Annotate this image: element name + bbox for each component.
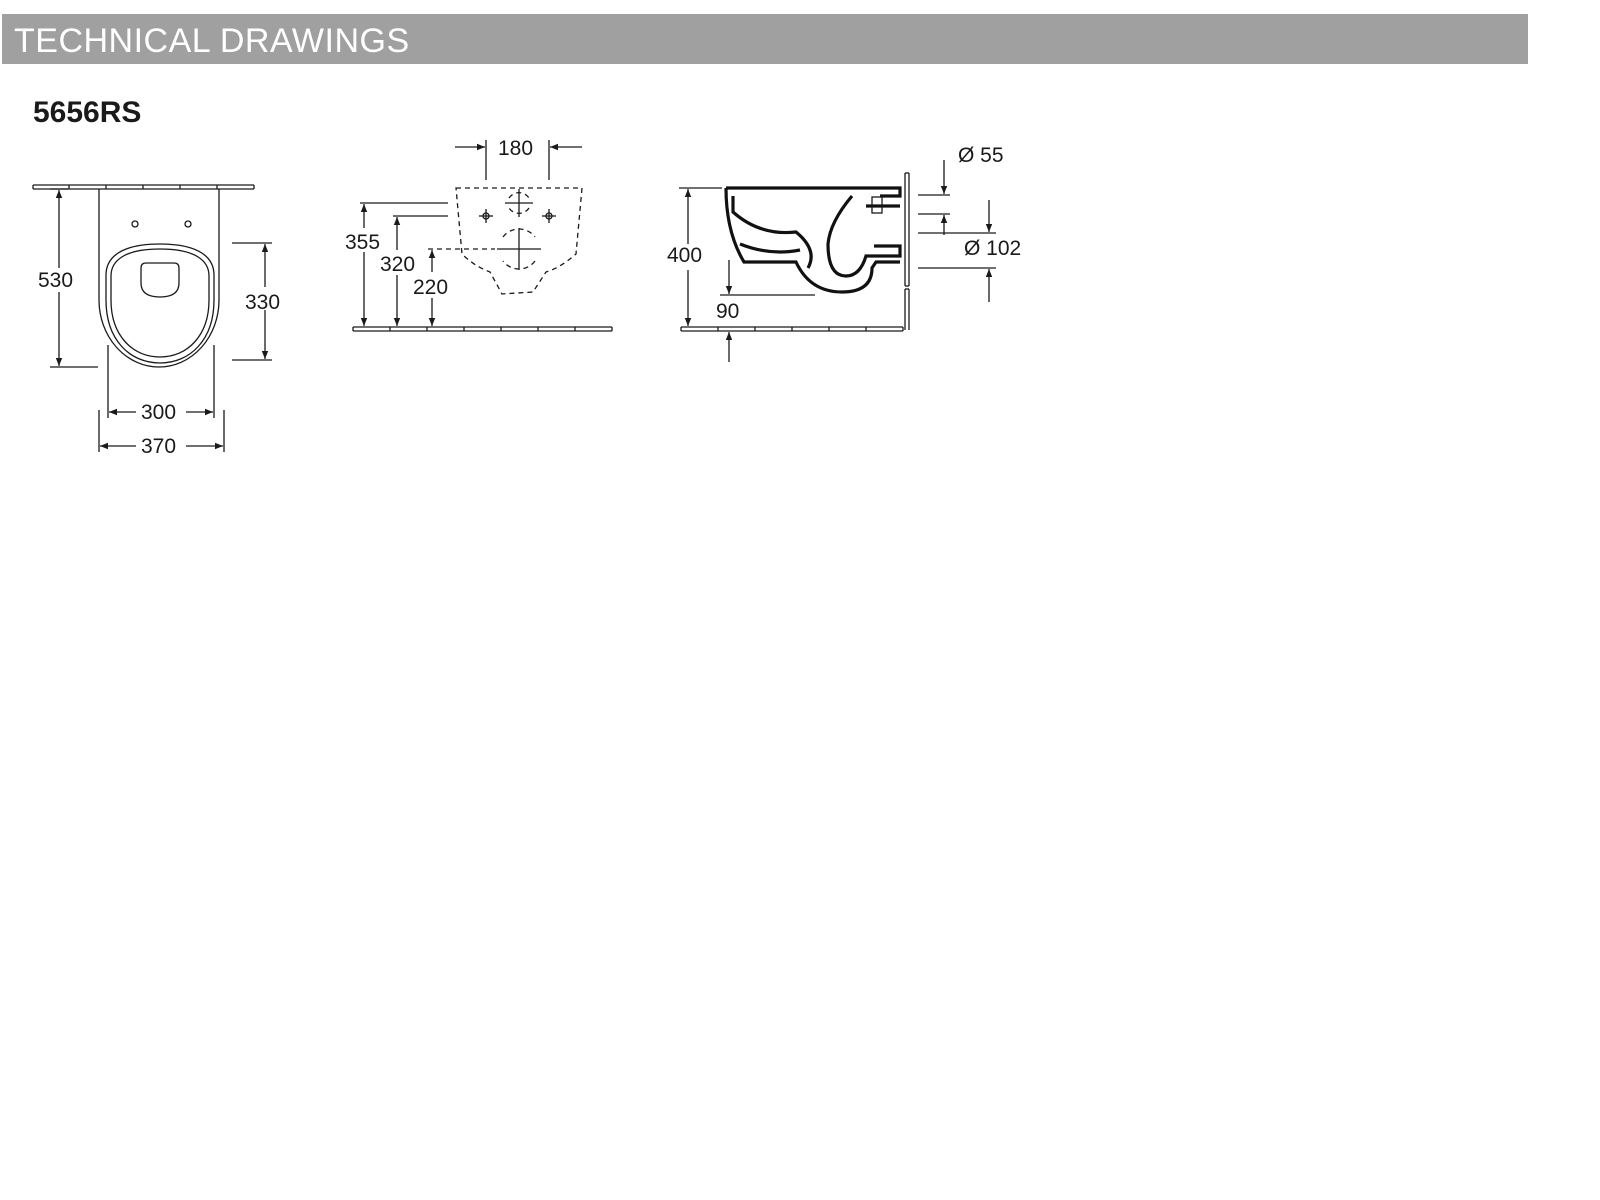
header-bar: TECHNICAL DRAWINGS: [2, 14, 1528, 64]
dimension-label-diameter-102: Ø 102: [964, 237, 1021, 260]
seat-inner-outline: [110, 248, 210, 358]
dimension-330: [232, 242, 272, 361]
dimension-label-400: 400: [667, 244, 702, 267]
wall-view: 180 355 320 220: [345, 137, 613, 332]
seat-outline: [105, 243, 215, 364]
dimension-300: [107, 345, 215, 418]
front-wall-line: [32, 184, 255, 190]
fixing-point-right: [542, 209, 556, 223]
dimension-label-diameter-55: Ø 55: [958, 144, 1004, 167]
bowl-outline-top: [98, 189, 220, 368]
bowl-opening: [140, 262, 180, 298]
dimension-label-530: 530: [38, 269, 73, 292]
dimension-90: [720, 260, 815, 362]
dimension-180: [455, 140, 582, 180]
dimension-370: [98, 410, 225, 452]
dimension-diameter-55: [918, 160, 950, 235]
dimension-label-220: 220: [413, 276, 448, 299]
hinge-hole-right: [184, 220, 192, 228]
fixing-point-left: [479, 209, 493, 223]
inlet-symbol: [505, 189, 533, 217]
header-title: TECHNICAL DRAWINGS: [14, 22, 410, 60]
dimension-530: [50, 188, 98, 368]
dimension-label-355: 355: [345, 231, 380, 254]
outlet-symbol: [497, 228, 541, 270]
dimension-label-90: 90: [716, 300, 739, 323]
dimension-label-300: 300: [141, 401, 176, 424]
front-view: 530 330 300 370: [32, 184, 280, 458]
bowl-section: [724, 186, 902, 294]
side-view-wall: [904, 172, 910, 330]
hinge-hole-left: [131, 220, 139, 228]
dimension-label-330: 330: [245, 291, 280, 314]
side-view: 400 90 Ø 55 Ø 102: [667, 144, 1021, 362]
dimension-label-320: 320: [380, 253, 415, 276]
side-view-floor-line: [680, 326, 904, 332]
wall-view-floor-line: [352, 326, 613, 332]
model-number: 5656RS: [33, 96, 142, 129]
dimension-label-370: 370: [141, 435, 176, 458]
dimension-label-180: 180: [498, 137, 533, 160]
bowl-back-outline-dashed: [455, 187, 583, 295]
dimension-diameter-102: [918, 200, 996, 302]
